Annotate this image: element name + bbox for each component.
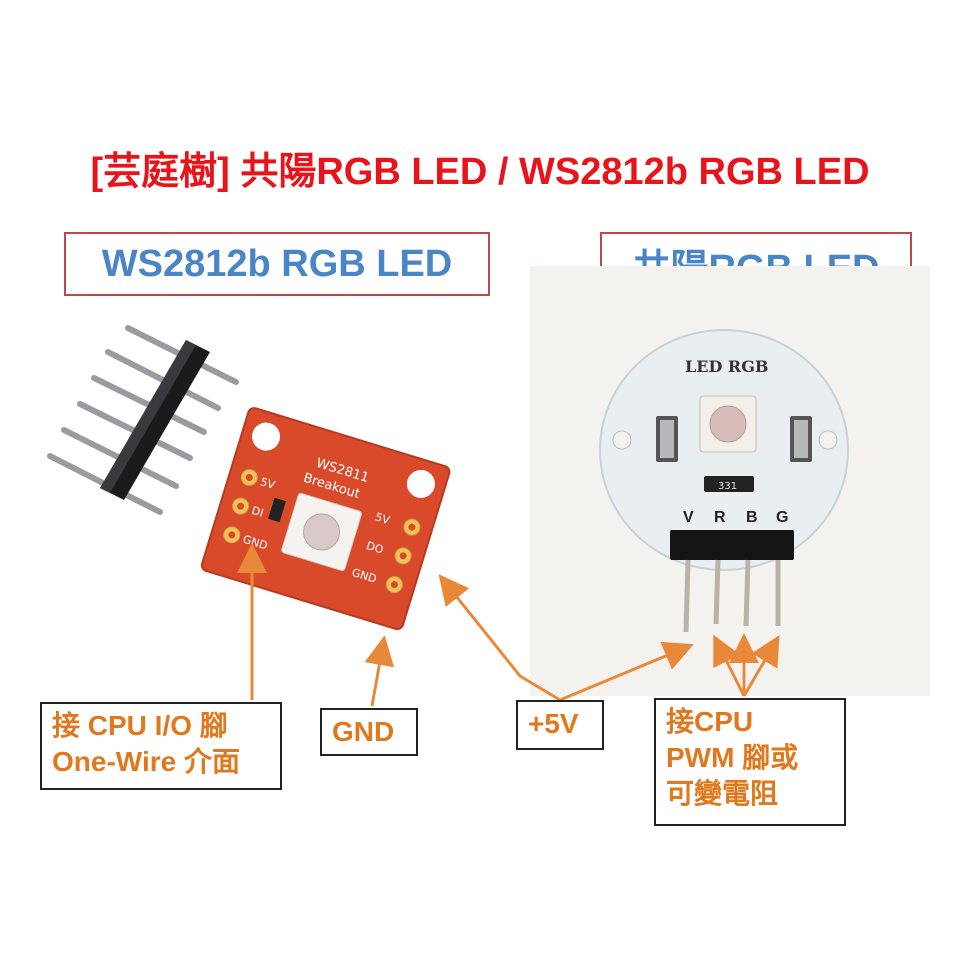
arrow-pwm-g (742, 635, 780, 697)
rgb-resistor-code: 331 (718, 481, 737, 492)
callout-vcc-text: +5V (528, 708, 579, 739)
arrow-vcc-left (438, 574, 561, 702)
callout-arrows (237, 543, 780, 707)
callout-gnd: GND (320, 708, 418, 756)
callout-io-line2: One-Wire 介面 (52, 746, 240, 777)
callout-pwm-line2: PWM 腳或 (666, 742, 799, 773)
arrow-pwm-r (713, 634, 746, 697)
ws2812b-label-text: WS2812b RGB LED (101, 242, 453, 285)
rgb-pin-g: G (776, 509, 788, 526)
callout-pwm-line3: 可變電阻 (666, 778, 779, 809)
callout-io-line1: 接 CPU I/O 腳 (52, 710, 228, 741)
ws-pin-right-5v: 5V (374, 510, 392, 527)
rgb-board: LED RGB 331 V R B G (599, 329, 849, 633)
ws-pin-left-di: DI (250, 504, 265, 520)
ws-pin-left-5v: 5V (259, 475, 277, 492)
callout-pwm: 接CPU PWM 腳或 可變電阻 (654, 698, 846, 826)
ws2812b-label: WS2812b RGB LED (64, 232, 490, 296)
page-title: [芸庭樹] 共陽RGB LED / WS2812b RGB LED (90, 151, 870, 193)
callout-pwm-line1: 接CPU (666, 706, 754, 737)
arrow-vcc-right (559, 641, 694, 702)
ws-pin-right-do: DO (365, 539, 386, 557)
ws2811-board: WS2811 Breakout 5V DI GND 5V DO GND (200, 407, 451, 631)
callout-vcc: +5V (516, 700, 604, 750)
callout-io: 接 CPU I/O 腳 One-Wire 介面 (40, 702, 282, 790)
arrow-gnd (364, 635, 395, 707)
rgb-pin-b: B (746, 509, 758, 526)
pin-header (47, 325, 239, 515)
rgb-pin-r: R (714, 509, 726, 526)
rgb-board-heading: LED RGB (685, 357, 768, 376)
callout-gnd-text: GND (332, 716, 395, 747)
rgb-pin-v: V (683, 509, 694, 526)
